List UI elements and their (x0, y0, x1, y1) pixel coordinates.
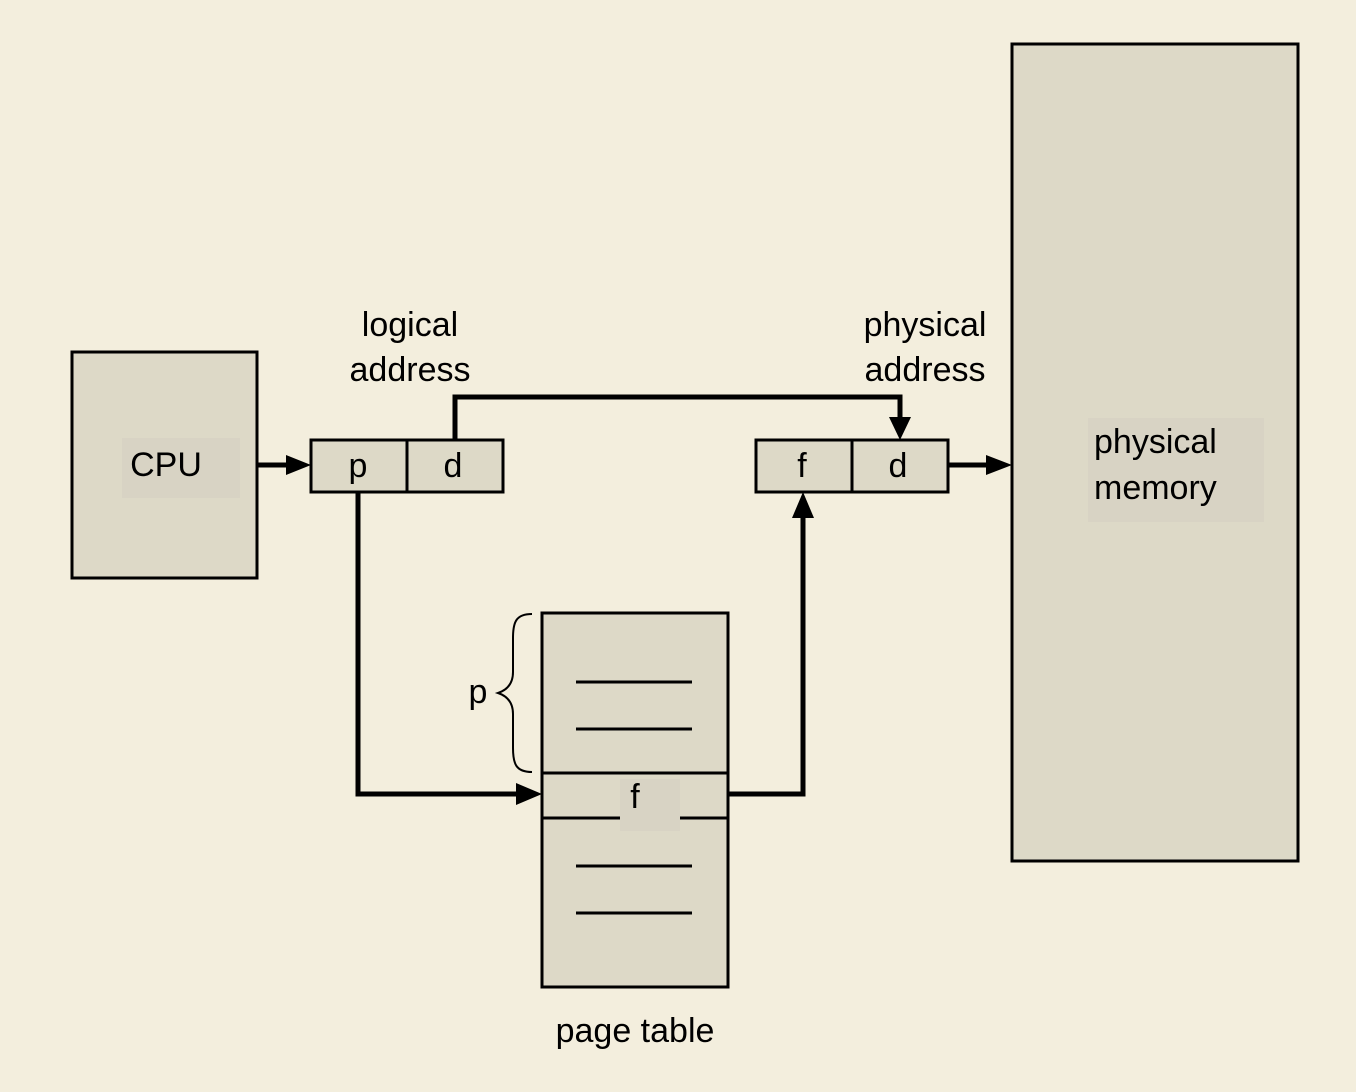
logical-address-caption-line2: address (350, 351, 471, 389)
logical-offset-label: d (444, 447, 463, 485)
cpu-to-logical-arrowhead (286, 455, 311, 475)
frame-number-path (728, 514, 806, 797)
offset-path-arrowhead (889, 417, 911, 440)
physical-memory-label-line2: memory (1094, 469, 1217, 507)
page-number-path (355, 492, 520, 797)
physical-memory-label-bg (1088, 418, 1264, 522)
physical-address-caption-line2: address (865, 351, 986, 389)
physical-offset-label: d (889, 447, 908, 485)
physical-address-frame-field (754, 438, 854, 494)
page-table-selected-entry-label-bg (620, 779, 680, 831)
logical-address-caption-line1: logical (362, 306, 458, 344)
page-index-label: p (469, 673, 488, 711)
offset-path (452, 394, 903, 440)
page-index-brace (494, 613, 533, 773)
physical-address-caption-line1: physical (864, 306, 987, 344)
cpu-label-bg (122, 438, 240, 498)
physical-memory-label-line1: physical (1094, 423, 1217, 461)
cpu-label: CPU (130, 446, 202, 484)
page-table-caption: page table (556, 1012, 715, 1050)
physical-frame-label: f (797, 447, 807, 485)
page-number-path-arrowhead (516, 783, 542, 805)
logical-page-label: p (349, 447, 368, 485)
page-table-selected-entry-label: f (630, 778, 640, 816)
frame-number-path-arrowhead (792, 492, 814, 518)
physical-to-memory-arrowhead (986, 455, 1012, 475)
